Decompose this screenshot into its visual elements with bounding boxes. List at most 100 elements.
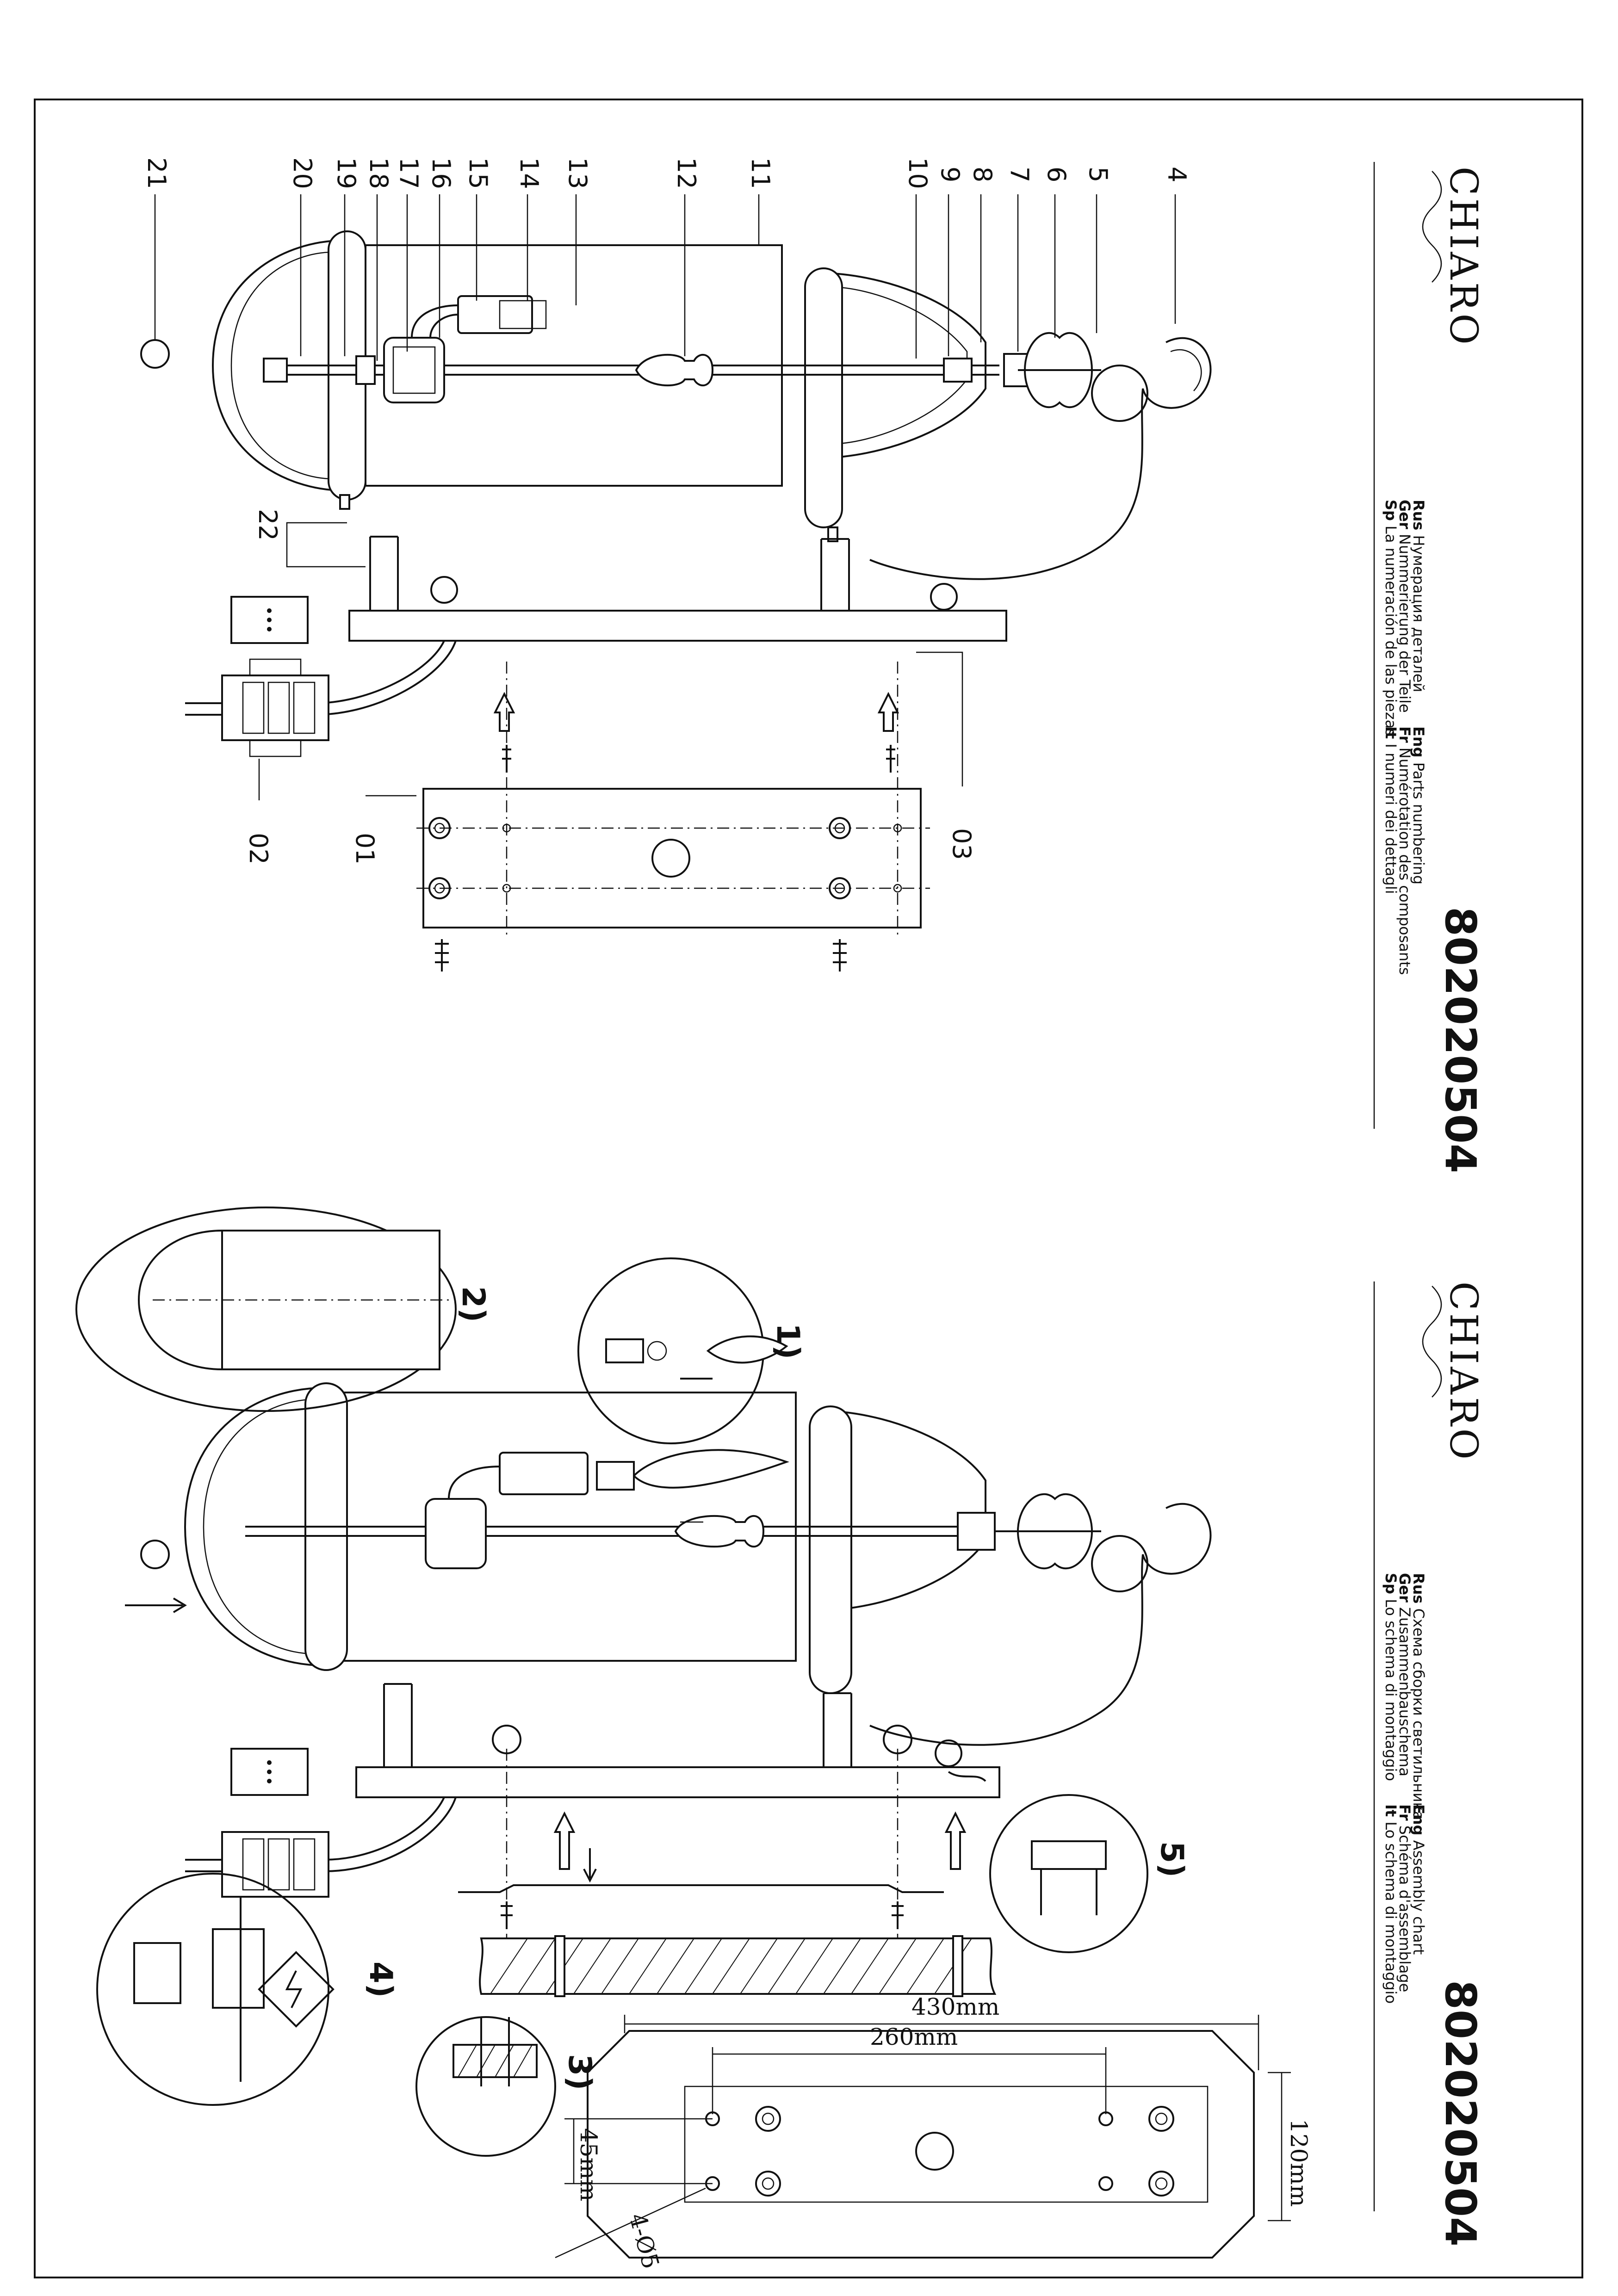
brand-logo-bottom: CHIARO [1422, 1281, 1485, 1462]
step-label-5: 5) [1153, 1841, 1190, 1877]
legend-code: Ger [1396, 1573, 1413, 1603]
legend-text: Схема сборки светильника [1410, 1609, 1427, 1820]
part-number: 7 [1005, 167, 1034, 182]
lamp-assembled-view [125, 1382, 1212, 1997]
part-number: 10 [903, 157, 932, 189]
svg-text:Fr Schéma d'assemblage: Fr Schéma d'assemblage [1396, 1804, 1413, 1992]
part-number: 11 [746, 157, 775, 189]
legend-code: It [1382, 1804, 1400, 1817]
svg-text:Ger Zusammenbauschema: Ger Zusammenbauschema [1396, 1573, 1413, 1776]
svg-text:Sp La numeración de las piezas: Sp La numeración de las piezas [1382, 500, 1400, 736]
legend-text: Schéma d'assemblage [1396, 1826, 1413, 1993]
legend-text: I numeri dei dettagli [1382, 743, 1400, 894]
detail-2-glass: 2) [75, 1207, 491, 1412]
detail-4-wiring: 4) [96, 1873, 399, 2106]
part-number: 9 [936, 167, 965, 182]
part-number: 4 [1162, 167, 1191, 182]
scroll-arm [869, 337, 1212, 580]
part-number: 5 [1084, 167, 1113, 182]
legend-text: Parts numbering [1410, 762, 1427, 885]
part-number: 15 [464, 157, 493, 189]
dimension-plate-width: 120mm [1285, 2119, 1312, 2207]
part-number: 03 [947, 828, 976, 860]
part-number: 02 [244, 833, 273, 865]
brand-logo-top: CHIARO [1422, 167, 1485, 347]
mounting-plate [422, 788, 922, 928]
dimension-hole-spacing: 260mm [870, 2024, 958, 2050]
legend-text: Lo schema di montaggio [1382, 1599, 1400, 1781]
svg-text:Rus Схема сборки светильника: Rus Схема сборки светильника [1410, 1573, 1427, 1820]
legend-code: Rus [1410, 500, 1427, 530]
legend-code: Rus [1410, 1573, 1427, 1603]
part-number: 17 [394, 157, 423, 189]
part-number: 14 [515, 157, 544, 189]
legend-code: Sp [1382, 1573, 1400, 1594]
part-number: 19 [332, 157, 361, 189]
wall-section [479, 1935, 997, 1997]
brand-name: CHIARO [1441, 167, 1485, 347]
part-number: 18 [364, 157, 393, 189]
legend-text: Nummerierung der Teile [1396, 534, 1413, 713]
detail-1-bulb: 1) [577, 1257, 806, 1444]
step-label-2: 2) [455, 1286, 491, 1322]
legend-text: Numérotation des composants [1396, 748, 1413, 975]
legend-text: Zusammenbauschema [1396, 1607, 1413, 1776]
legend-code: Sp [1382, 500, 1400, 521]
brand-name: CHIARO [1441, 1281, 1485, 1462]
step-label-1: 1) [769, 1323, 806, 1359]
lamp-socket [383, 337, 445, 403]
legend-code: Eng [1410, 726, 1427, 758]
candle-bulb [632, 1449, 789, 1489]
terminal-block [221, 675, 329, 741]
legend-left: Rus Схема сборки светильника Ger Zusamme… [1382, 1573, 1427, 1820]
part-number: 21 [142, 157, 171, 189]
legend-text: Lo schema di montaggio [1382, 1821, 1400, 2004]
part-number: 01 [350, 833, 379, 865]
lamp-exploded-view [140, 230, 1212, 972]
svg-text:Ger Nummerierung der Teile: Ger Nummerierung der Teile [1396, 500, 1413, 713]
svg-text:It I numeri dei dettagli: It I numeri dei dettagli [1382, 726, 1400, 894]
legend-text: La numeración de las piezas [1382, 526, 1400, 736]
detail-5-plate: 5) [989, 1794, 1190, 1953]
legend-code: It [1382, 726, 1400, 739]
legend-code: Fr [1396, 726, 1413, 743]
legend-code: Eng [1410, 1804, 1427, 1836]
model-number: 802020504 [1436, 907, 1485, 1173]
part-number: 6 [1042, 167, 1071, 182]
mounting-plate-dimensions: 430mm 260mm 120mm 45mm 4-Ø5 [555, 1993, 1312, 2271]
part-number: 13 [563, 157, 592, 189]
part-number: 22 [253, 509, 282, 541]
step-label-4: 4) [362, 1962, 399, 1998]
part-number: 16 [427, 157, 456, 189]
svg-text:Rus Нумерация деталей: Rus Нумерация деталей [1410, 500, 1427, 692]
dimension-hole-offset: 45mm [575, 2128, 602, 2201]
assembly-chart-sheet: CHIARO 802020504 Rus Схема сборки светил… [75, 1207, 1485, 2271]
legend-right: Eng Parts numbering Fr Numérotation des … [1382, 726, 1427, 975]
wall-plate [348, 610, 1007, 642]
wall-plate [355, 1766, 1000, 1798]
step-label-3: 3) [561, 2054, 598, 2090]
legend-left: Rus Нумерация деталей Ger Nummerierung d… [1382, 500, 1427, 736]
svg-text:Eng Assembly chart: Eng Assembly chart [1410, 1804, 1427, 1955]
legend-text: Assembly chart [1410, 1840, 1427, 1955]
part-callouts [154, 194, 1176, 800]
svg-text:Fr Numérotation des composants: Fr Numérotation des composants [1396, 726, 1413, 975]
parts-numbering-sheet: CHIARO 802020504 Rus Нумерация деталей G… [140, 157, 1485, 1173]
svg-text:Sp Lo schema di montaggio: Sp Lo schema di montaggio [1382, 1573, 1400, 1781]
part-number: 20 [288, 157, 317, 189]
page-border [34, 99, 1583, 2278]
legend-code: Ger [1396, 500, 1413, 529]
legend-right: Eng Assembly chart Fr Schéma d'assemblag… [1382, 1804, 1427, 2004]
part-number: 8 [968, 167, 997, 182]
dimension-overall-length: 430mm [911, 1993, 999, 2020]
bulb-holder [457, 295, 533, 334]
svg-text:It Lo schema di montaggio: It Lo schema di montaggio [1382, 1804, 1400, 2004]
part-numbers: 4 5 6 7 8 9 10 11 12 13 14 15 16 17 18 1… [142, 157, 1191, 865]
legend-code: Fr [1396, 1804, 1413, 1821]
legend-text: Нумерация деталей [1410, 535, 1427, 693]
svg-text:Eng Parts numbering: Eng Parts numbering [1410, 726, 1427, 885]
model-number: 802020504 [1436, 1980, 1485, 2246]
part-number: 12 [672, 157, 701, 189]
detail-3-anchor: 3) [415, 2016, 598, 2157]
